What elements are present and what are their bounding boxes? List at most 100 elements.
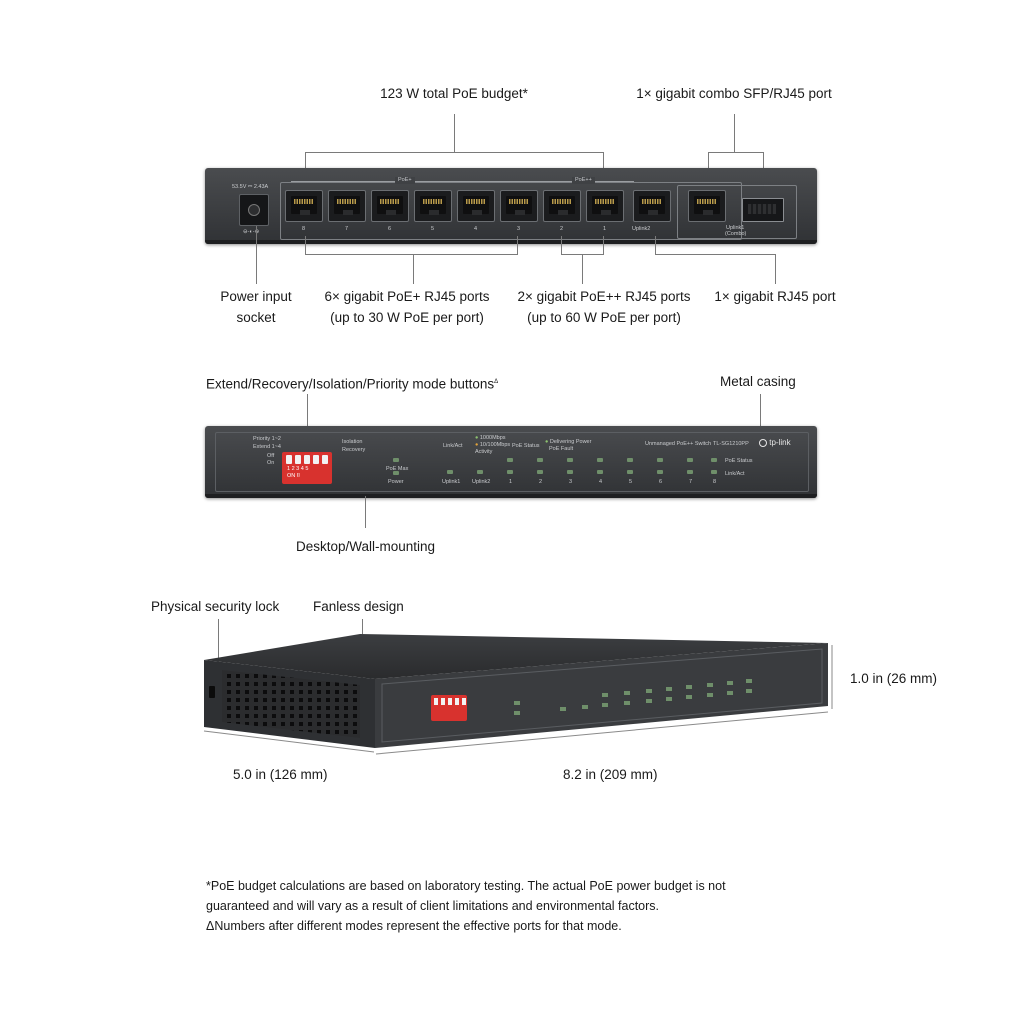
led-poe-5 bbox=[627, 458, 633, 462]
group-poe-pp: PoE++ bbox=[572, 177, 595, 184]
label-width: 8.2 in (209 mm) bbox=[563, 767, 658, 782]
rear-port-8 bbox=[285, 190, 323, 222]
label-uplink1: Uplink1 bbox=[442, 479, 461, 485]
rear-port-number: 6 bbox=[388, 226, 392, 232]
led-uplink1 bbox=[447, 470, 453, 474]
rear-port-2 bbox=[543, 190, 581, 222]
label-on: On bbox=[267, 460, 275, 466]
front-port-number: 4 bbox=[599, 479, 603, 485]
front-port-number: 8 bbox=[713, 479, 717, 485]
line-mounting bbox=[365, 496, 366, 528]
label-poe-pp-power: (up to 60 W PoE per port) bbox=[527, 310, 681, 325]
rear-port-number: 4 bbox=[474, 226, 478, 232]
led-poe-1 bbox=[507, 458, 513, 462]
rear-port-uplink2 bbox=[633, 190, 671, 222]
case-front-inset bbox=[381, 648, 823, 743]
power-rating: 53.5V ⎓ 2.43A bbox=[232, 184, 269, 190]
group-poe-plus: PoE+ bbox=[395, 177, 415, 184]
bracket-combo-left bbox=[708, 152, 709, 170]
line-poe-plus bbox=[413, 254, 414, 284]
bracket-poe-plus-right bbox=[517, 236, 518, 255]
line-rj45-up bbox=[655, 236, 656, 255]
bracket-poe-budget-right bbox=[603, 152, 604, 170]
mode-buttons-footnote-mark: Δ bbox=[494, 379, 499, 385]
line-rj45-h bbox=[655, 254, 776, 255]
front-panel-inset bbox=[215, 432, 809, 492]
line-poe-pp bbox=[582, 254, 583, 284]
dip-switch-4[interactable] bbox=[313, 455, 319, 464]
dip-switch-block[interactable]: 1 2 3 4 5 ON ⌷ bbox=[282, 452, 332, 484]
led-poe-7 bbox=[687, 458, 693, 462]
front-port-number: 1 bbox=[509, 479, 513, 485]
bracket-poe-plus-left bbox=[305, 236, 306, 255]
side-vents bbox=[222, 670, 360, 738]
led-link-2 bbox=[537, 470, 543, 474]
bracket-poe-pp-left bbox=[561, 236, 562, 255]
dip-switch-1[interactable] bbox=[286, 455, 292, 464]
label-power-socket-2: socket bbox=[236, 310, 276, 325]
legend-poe-fault: PoE Fault bbox=[549, 446, 574, 452]
label-poe-max: PoE Max bbox=[386, 466, 409, 472]
footnote-line-2: guaranteed and will vary as a result of … bbox=[206, 899, 660, 913]
line-security-lock bbox=[218, 619, 219, 673]
bracket-poe-plus bbox=[305, 254, 518, 255]
label-poe-plus-power: (up to 30 W PoE per port) bbox=[330, 310, 484, 325]
security-lock-slot bbox=[209, 686, 215, 698]
rear-port-number: 1 bbox=[603, 226, 607, 232]
line-rj45-down bbox=[775, 254, 776, 284]
label-metal-casing: Metal casing bbox=[720, 374, 796, 389]
dim-width-line bbox=[375, 711, 829, 755]
legend-activity: Activity bbox=[475, 449, 493, 455]
label-mounting: Desktop/Wall-mounting bbox=[296, 539, 436, 554]
front-port-number: 5 bbox=[629, 479, 633, 485]
led-link-4 bbox=[597, 470, 603, 474]
rear-port-1 bbox=[586, 190, 624, 222]
bracket-combo bbox=[708, 152, 764, 153]
label-poe-status: PoE Status bbox=[512, 443, 540, 449]
footnote-line-1: *PoE budget calculations are based on la… bbox=[206, 879, 726, 893]
footnote-line-3: ΔNumbers after different modes represent… bbox=[206, 919, 622, 933]
rear-port-number: 7 bbox=[345, 226, 349, 232]
rear-port-4 bbox=[457, 190, 495, 222]
bracket-poe-budget-left bbox=[305, 152, 306, 170]
label-link-act: Link/Act bbox=[443, 443, 463, 449]
led-poe-3 bbox=[567, 458, 573, 462]
label-security-lock: Physical security lock bbox=[151, 599, 280, 614]
bracket-combo-right bbox=[763, 152, 764, 170]
led-link-1 bbox=[507, 470, 513, 474]
dip-switch-3[interactable] bbox=[304, 455, 310, 464]
label-poe-pp-ports: 2× gigabit PoE++ RJ45 ports bbox=[517, 289, 691, 304]
dip-switch-5[interactable] bbox=[322, 455, 328, 464]
label-combo-port: 1× gigabit combo SFP/RJ45 port bbox=[636, 86, 832, 101]
led-power bbox=[393, 471, 399, 475]
front-port-number: 7 bbox=[689, 479, 693, 485]
line-mode-buttons bbox=[307, 394, 308, 440]
uplink2-label: Uplink2 bbox=[632, 226, 651, 232]
rear-port-3 bbox=[500, 190, 538, 222]
rear-panel: 53.5V ⎓ 2.43A ⊖-◐-⊕ PoE+ PoE++ 8 7 6 5 4… bbox=[205, 168, 817, 244]
label-off: Off bbox=[267, 453, 275, 459]
case-top bbox=[204, 634, 828, 679]
line-combo-port bbox=[734, 114, 735, 152]
front-port-number: 6 bbox=[659, 479, 663, 485]
front-port-number: 3 bbox=[569, 479, 573, 485]
label-isolation: Isolation bbox=[342, 439, 363, 445]
dip-switch-keys bbox=[434, 698, 466, 705]
label-extend: Extend 1~4 bbox=[253, 444, 281, 450]
line-power-socket bbox=[256, 226, 257, 284]
label-power-socket-1: Power input bbox=[220, 289, 292, 304]
poe-plus-bar bbox=[291, 181, 551, 182]
rear-port-7 bbox=[328, 190, 366, 222]
rear-port-number: 2 bbox=[560, 226, 564, 232]
legend-10-100: ● 10/100Mbps bbox=[475, 442, 511, 448]
label-rj45-port: 1× gigabit RJ45 port bbox=[714, 289, 836, 304]
line-poe-budget bbox=[454, 114, 455, 152]
label-priority: Priority 1~2 bbox=[253, 436, 281, 442]
power-socket bbox=[239, 194, 269, 226]
dip-switch-2[interactable] bbox=[295, 455, 301, 464]
led-poe-4 bbox=[597, 458, 603, 462]
label-poe-plus-ports: 6× gigabit PoE+ RJ45 ports bbox=[324, 289, 490, 304]
label-poe-status-right: PoE Status bbox=[725, 458, 753, 464]
legend-delivering: ● Delivering Power bbox=[545, 439, 592, 445]
